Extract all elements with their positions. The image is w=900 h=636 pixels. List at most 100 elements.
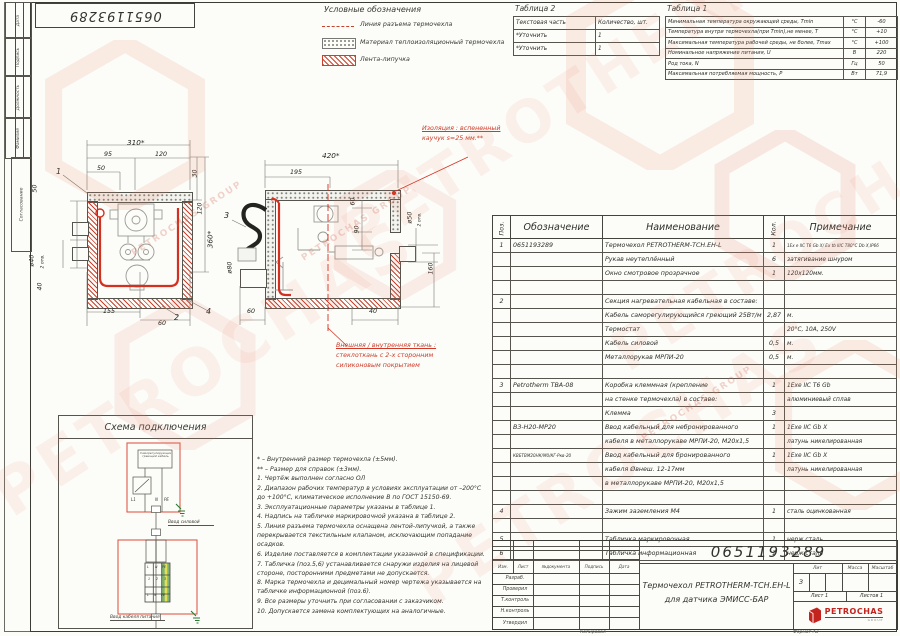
table-cell: м.: [784, 336, 897, 351]
table-cell: [602, 280, 764, 295]
dim-label: 95: [104, 151, 113, 158]
table-cell: [510, 462, 603, 477]
strip-box-approval: Согласование: [11, 157, 32, 252]
dim-label: 310*: [127, 138, 145, 147]
table-cell: 1Ехе IIC Gb X: [784, 420, 897, 435]
dim-label: ø50: [406, 211, 414, 224]
table-cell: 1: [595, 29, 660, 43]
table-cell: [492, 462, 511, 477]
table-cell: 1: [763, 238, 785, 253]
divider: [493, 617, 639, 618]
drawing-title: Термочехол PETROTHERM-ТСН.ЕН-L для датчи…: [640, 567, 793, 619]
table-cell: Температура внутри термочехла(при Tmin),…: [665, 26, 844, 38]
table-cell: Кабель саморегулирующийся греющий 25Вт/м: [602, 308, 764, 323]
divider: [493, 595, 639, 596]
table-row: в металлорукаве МРПИ-20, М20х1,5: [492, 476, 897, 491]
text-line: стеклоткань с 2-х сторонним: [336, 351, 434, 359]
table-cell: м.: [784, 350, 897, 365]
role-ncontrol: Н.контроль: [500, 609, 530, 614]
text-line: силиконовым покрытием: [336, 361, 420, 369]
table-cell: [602, 364, 764, 379]
dim-label: 420*: [322, 151, 340, 160]
power-entry-label: Ввод силовой: [168, 520, 214, 526]
sheet-label: Лист 1: [810, 593, 829, 599]
callout-1: 1: [56, 167, 62, 176]
table-cell: 1: [763, 266, 785, 281]
col-name: Наименование: [602, 215, 764, 239]
table-cell: Номинальное напряжение питания, U: [665, 47, 844, 59]
table-cell: [784, 294, 897, 309]
table-cell: [763, 518, 785, 533]
table-cell: +100: [865, 37, 898, 49]
table-cell: [492, 476, 511, 491]
strip-label: Согласование: [19, 187, 25, 222]
table-cell: Гц: [843, 58, 866, 70]
text-line: ** – Размер для справок (±3мм).: [257, 465, 362, 473]
table-cell: [602, 518, 764, 533]
table-row: [492, 490, 897, 505]
table-cell: [763, 476, 785, 491]
text-line: 9. Все размеры уточнить при согласовании…: [257, 598, 444, 606]
table-cell: [784, 476, 897, 491]
strip-box-name: Фамилия: [5, 117, 32, 159]
table-row: на стенке термочехла) в составе:алюминие…: [492, 392, 897, 407]
legend-item: Лента-липучка: [360, 56, 410, 63]
table-cell: [510, 392, 603, 407]
callout-3: 3: [224, 211, 230, 220]
dim-label: 60: [349, 197, 357, 206]
format-label: Формат А3: [793, 630, 819, 635]
text-line: 7. Табличка (поз.5,6) устанавливается сн…: [257, 560, 479, 577]
table-cell: Количество, шт.: [595, 16, 660, 30]
divider: [23, 118, 24, 158]
wall-right-top-view2: [390, 199, 401, 233]
role-checked: Проверил: [502, 587, 528, 592]
table-cell: 120х120мм.: [784, 266, 897, 281]
text-line: 6. Изделие поставляется в комплектации у…: [257, 550, 485, 558]
table-cell: Окно смотровое прозрачное: [602, 266, 764, 281]
table-cell: [510, 476, 603, 491]
divider: [493, 606, 639, 607]
fabric-note: Внешняя / внутренняя ткань :стеклоткань …: [336, 341, 436, 370]
table-cell: [784, 406, 897, 421]
divider: [23, 3, 24, 38]
col-list: Лист: [517, 564, 529, 569]
table-cell: °С: [843, 16, 866, 28]
dim-label: 2 отв.: [417, 212, 423, 227]
table-cell: [510, 266, 603, 281]
table-cell: 6: [763, 252, 785, 267]
table-cell: Коробка клеммная (крепление: [602, 378, 764, 393]
strip-label: Дата: [15, 14, 21, 27]
table-cell: КВБТВМ20НК/М0/КГ-Ркв-20: [510, 448, 603, 463]
table-cell: Petrotherm TBA-08: [510, 378, 603, 393]
copied-label: Копировал: [580, 630, 606, 635]
table-cell: ВЗ-Н20-МР20: [510, 420, 603, 435]
table-cell: [763, 364, 785, 379]
table-cell: Ввод кабельный для небронированного: [602, 420, 764, 435]
table-row: Кабель саморегулирующийся греющий 25Вт/м…: [492, 308, 897, 323]
table-cell: [510, 252, 603, 267]
col-docnum: №документа: [541, 564, 571, 569]
strip-label: Должность: [16, 84, 22, 110]
text-line: Изоляция : вспененный: [422, 125, 501, 132]
terminal-label: 1: [148, 577, 151, 581]
table-cell: 1: [763, 420, 785, 435]
col-qty-label: Кол.: [770, 220, 778, 236]
parts-table: Поз. Обозначение Наименование Кол. Приме…: [492, 215, 897, 561]
table-cell: Зажим заземления М4: [602, 504, 764, 519]
pipe-stub-view1: [72, 247, 89, 261]
dim-label: 60: [158, 320, 167, 327]
table-cell: [763, 322, 785, 337]
logo-bar: [824, 616, 884, 619]
divider: [793, 591, 897, 592]
table-cell: 0,5: [763, 336, 785, 351]
table-cell: 0,5: [763, 350, 785, 365]
table-cell: [492, 434, 511, 449]
pipe-stub-view2: [240, 269, 267, 288]
drawing-title-line2: для датчика ЭМИСС-БАР: [664, 595, 769, 604]
